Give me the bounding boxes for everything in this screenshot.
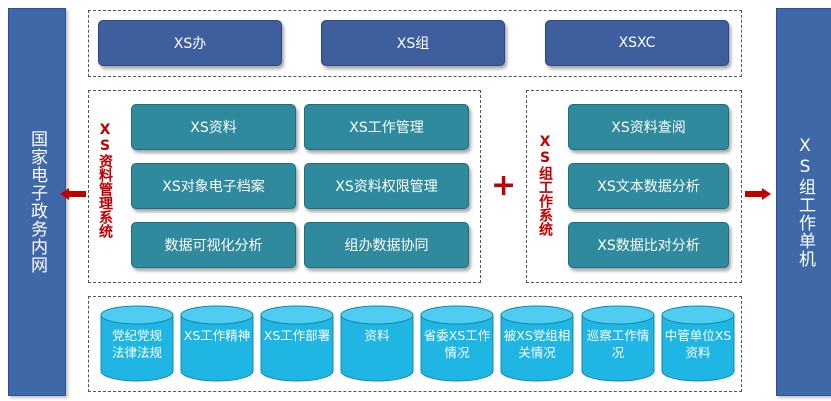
top-group — [88, 10, 742, 77]
database-icon — [100, 305, 174, 382]
right-system-group — [526, 90, 742, 283]
right-side-label: XS组工作单机 — [795, 136, 815, 268]
top-box-xs-group: XS组 — [321, 20, 505, 66]
database-label-line1: 资料 — [364, 328, 390, 343]
database-label-line2: 况 — [611, 345, 625, 360]
database-cylinder: 资料 — [340, 305, 414, 383]
left-item-4: XS资料权限管理 — [304, 163, 469, 209]
database-icon — [180, 305, 254, 382]
left-item-6: 组办数据协同 — [304, 222, 469, 268]
database-group — [88, 296, 742, 392]
left-item-1: XS资料 — [131, 104, 296, 150]
database-label: 省委XS工作情况 — [420, 327, 494, 361]
database-cylinder: XS工作精神 — [180, 305, 254, 383]
database-icon — [420, 305, 494, 382]
database-label: 资料 — [340, 327, 414, 344]
right-item-1: XS资料查阅 — [568, 104, 729, 150]
top-box-xsxc: XSXC — [545, 20, 729, 66]
left-system-title: XS资料管理系统 — [97, 122, 113, 238]
database-label-line2: 资料 — [685, 345, 711, 360]
database-label-line1: XS工作精神 — [183, 328, 251, 343]
database-label: XS工作精神 — [180, 327, 254, 344]
database-icon — [340, 305, 414, 382]
top-box-xs-office: XS办 — [98, 20, 282, 66]
database-icon — [500, 305, 574, 382]
left-side-panel: 国家电子政务内网 — [8, 8, 66, 396]
left-arrow-icon — [60, 188, 86, 200]
database-label-line1: 中管单位XS — [664, 328, 732, 343]
database-cylinder: 被XS党组相关情况 — [500, 305, 574, 383]
right-item-2: XS文本数据分析 — [568, 163, 729, 209]
left-item-2: XS工作管理 — [304, 104, 469, 150]
database-label: 党纪党规法律法规 — [100, 327, 174, 361]
database-label-line1: 党纪党规 — [111, 328, 162, 343]
database-label-line2: 关情况 — [518, 345, 556, 360]
left-item-3: XS对象电子档案 — [131, 163, 296, 209]
database-label: 被XS党组相关情况 — [500, 327, 574, 361]
database-cylinder: 中管单位XS 资料 — [661, 305, 735, 383]
database-label-line2: 法律法规 — [111, 345, 162, 360]
left-item-5: 数据可视化分析 — [131, 222, 296, 268]
database-label-line1: 省委XS工作 — [423, 328, 491, 343]
plus-sign: + — [491, 168, 517, 203]
database-icon — [260, 305, 334, 382]
database-label: 巡察工作情况 — [581, 327, 655, 361]
database-label: 中管单位XS 资料 — [661, 327, 735, 361]
database-icon — [581, 305, 655, 382]
database-label-line1: 被XS党组相 — [503, 328, 571, 343]
database-cylinder: 省委XS工作情况 — [420, 305, 494, 383]
right-side-panel: XS组工作单机 — [776, 8, 831, 396]
database-cylinder: 巡察工作情况 — [581, 305, 655, 383]
database-icon — [661, 305, 735, 382]
right-item-3: XS数据比对分析 — [568, 222, 729, 268]
left-system-group — [88, 90, 481, 283]
right-arrow-icon — [745, 188, 771, 200]
database-label-line1: XS工作部署 — [263, 328, 331, 343]
database-label: XS工作部署 — [260, 327, 334, 344]
database-cylinder: XS工作部署 — [260, 305, 334, 383]
database-cylinder: 党纪党规法律法规 — [100, 305, 174, 383]
right-system-title: XS组工作系统 — [537, 134, 553, 236]
left-side-label: 国家电子政务内网 — [27, 130, 47, 274]
database-label-line1: 巡察工作情 — [586, 328, 650, 343]
database-label-line2: 情况 — [444, 345, 470, 360]
